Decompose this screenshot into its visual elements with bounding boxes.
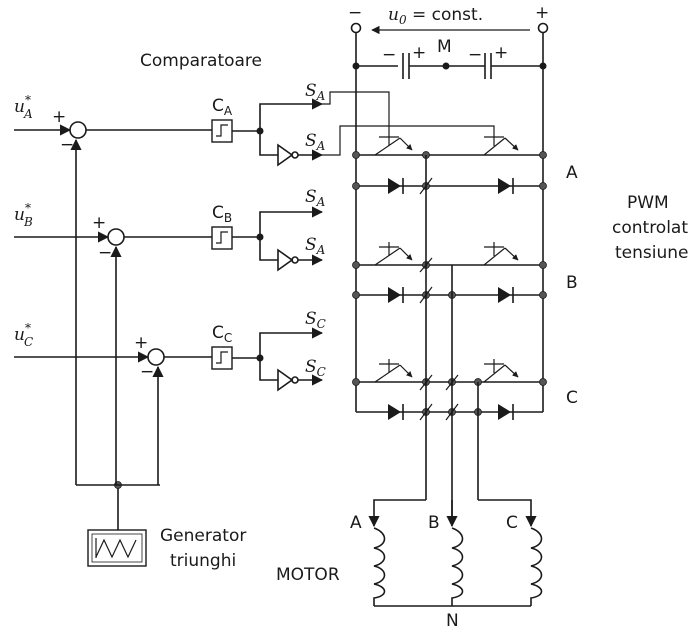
motor-label: MOTOR bbox=[276, 565, 340, 585]
dc-plus-label: + bbox=[535, 3, 549, 23]
dc-minus-label: − bbox=[348, 3, 362, 23]
generator-label-line1: Generator bbox=[160, 526, 246, 546]
inverter-caption-line2: controlat bbox=[612, 218, 688, 238]
svg-text:+: + bbox=[52, 107, 66, 127]
phase-a-label: A bbox=[566, 163, 578, 183]
input-b-label: u*B bbox=[14, 201, 33, 229]
svg-text:+: + bbox=[134, 333, 148, 353]
triangle-generator: Generator triunghi bbox=[87, 526, 246, 571]
svg-text:+: + bbox=[92, 213, 106, 233]
input-c-label: u*C bbox=[14, 321, 33, 349]
signal-a-label: SA bbox=[305, 81, 326, 103]
dc-plus-terminal bbox=[537, 22, 549, 34]
motor-c-label: C bbox=[506, 513, 518, 533]
dc-minus-terminal bbox=[350, 22, 362, 34]
triangle-generator-box bbox=[87, 529, 147, 567]
svg-text:+: + bbox=[494, 43, 508, 63]
comparator-b bbox=[211, 226, 233, 250]
svg-text:−: − bbox=[382, 45, 396, 65]
channel-b: u*B + − CB SA SA bbox=[14, 187, 326, 272]
motor-coil-c bbox=[530, 527, 543, 606]
signal-b-label: SA bbox=[305, 187, 326, 209]
input-a-label: u*A bbox=[14, 93, 33, 121]
dc-voltage-label: u0 = const. bbox=[388, 5, 483, 27]
motor: A B C MOTOR N bbox=[276, 499, 543, 626]
channel-c: u*C + − CC SC SC bbox=[14, 309, 326, 392]
svg-text:SC: SC bbox=[305, 357, 326, 379]
svg-text:SA: SA bbox=[305, 131, 326, 153]
inverter-caption-line3: tensiune bbox=[615, 243, 689, 263]
signal-c-label: SC bbox=[305, 309, 326, 331]
phase-b-label: B bbox=[566, 273, 578, 293]
svg-text:−: − bbox=[140, 362, 154, 382]
inverter-caption-line1: PWM bbox=[627, 193, 669, 213]
comparator-a bbox=[211, 119, 233, 143]
comparator-b-label: CB bbox=[212, 203, 232, 225]
svg-text:−: − bbox=[98, 243, 112, 263]
svg-text:+: + bbox=[412, 43, 426, 63]
motor-b-label: B bbox=[428, 513, 440, 533]
comparator-c-label: CC bbox=[212, 323, 232, 345]
motor-a-label: A bbox=[350, 513, 362, 533]
triangle-wave-icon bbox=[95, 538, 137, 559]
dc-bus: − + u0 = const. − + − + M bbox=[348, 3, 549, 412]
phase-c-label: C bbox=[566, 388, 578, 408]
svg-text:−: − bbox=[468, 45, 482, 65]
comparator-c bbox=[211, 346, 233, 370]
svg-text:−: − bbox=[60, 135, 74, 155]
comparators-title: Comparatoare bbox=[140, 51, 262, 71]
svg-text:SA: SA bbox=[305, 235, 326, 257]
motor-coil-a bbox=[373, 527, 386, 606]
channel-a: u*A + − CA SA SA bbox=[14, 81, 495, 167]
comparator-a-label: CA bbox=[212, 96, 233, 118]
carrier-distribution bbox=[70, 138, 164, 530]
motor-coil-b bbox=[451, 527, 464, 606]
inverter-bridge bbox=[352, 132, 547, 520]
neutral-label: N bbox=[446, 611, 459, 626]
midpoint-label: M bbox=[437, 37, 452, 57]
generator-label-line2: triunghi bbox=[170, 551, 236, 571]
